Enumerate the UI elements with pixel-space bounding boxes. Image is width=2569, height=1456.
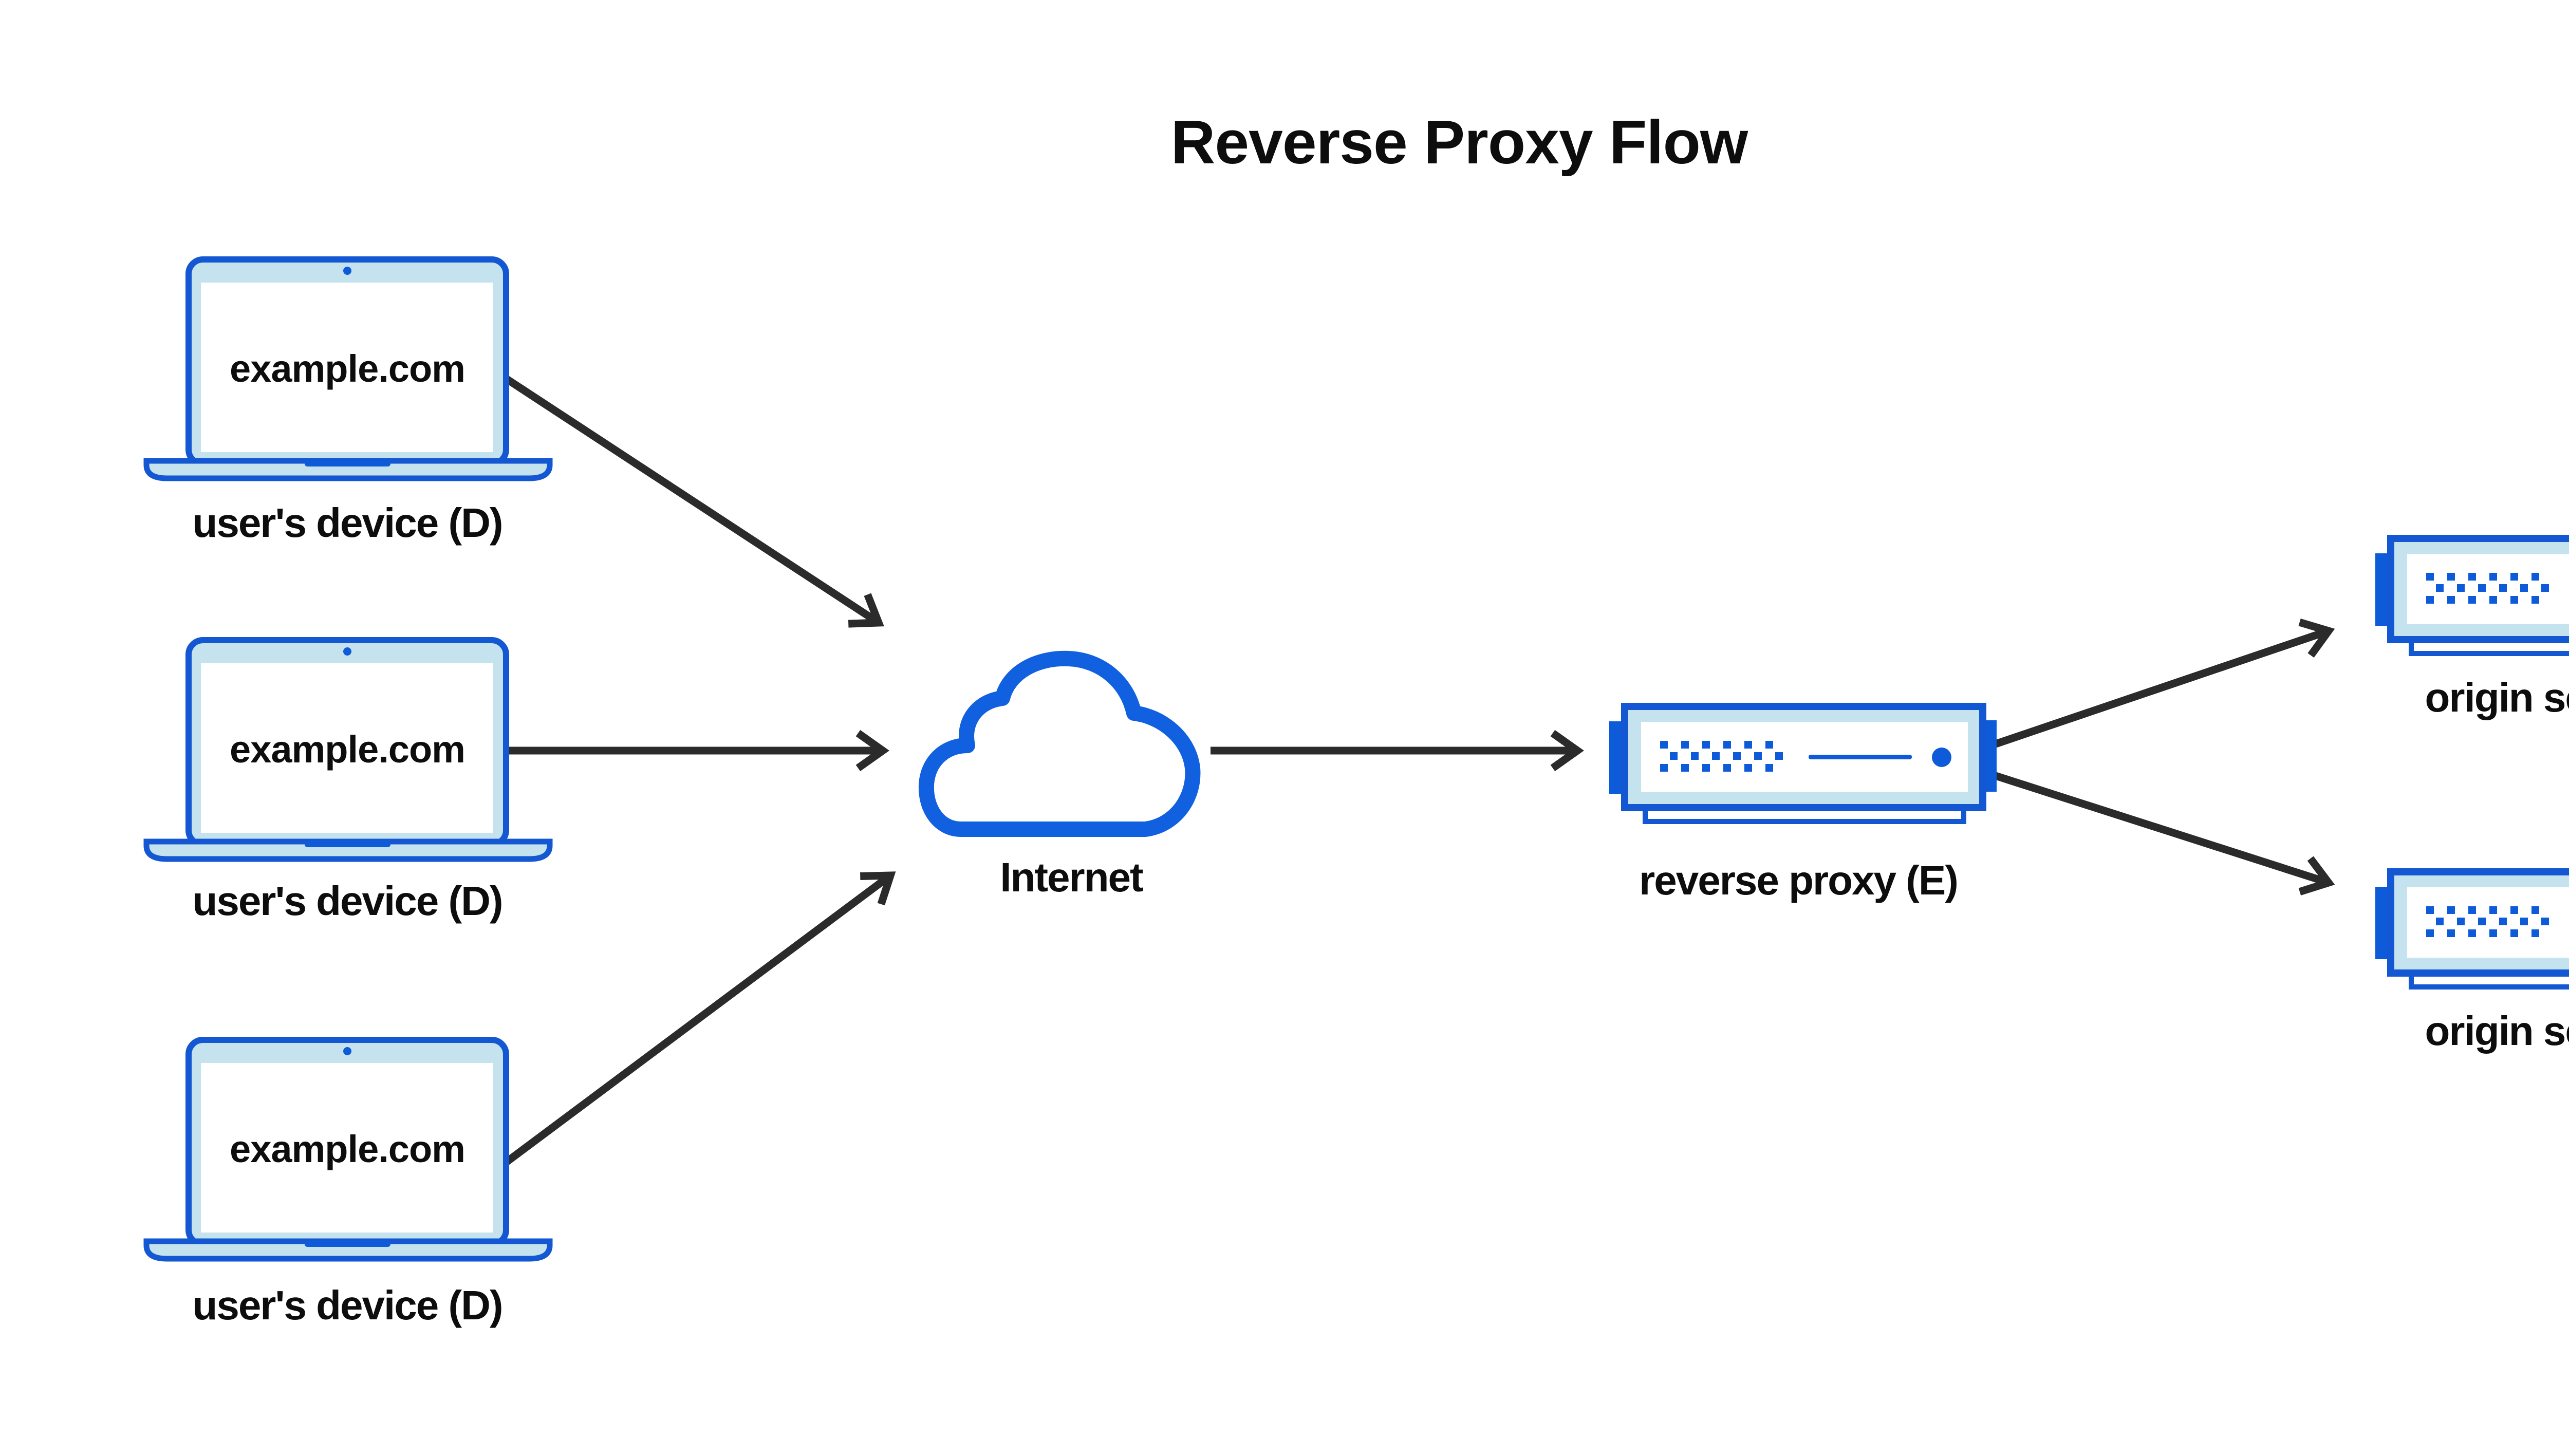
device-screen-url: example.com: [230, 347, 465, 390]
arrow-proxy-to-origin2: [1994, 772, 2335, 895]
node-user-device-3: example.com user's device (D): [146, 1040, 550, 1328]
arrow-device1-to-internet: [502, 374, 884, 628]
origin-server-label: origin server (F): [2425, 675, 2569, 720]
server-icon: [2375, 538, 2569, 654]
device-label: user's device (D): [192, 878, 502, 924]
edges: [501, 374, 2335, 1168]
arrow-proxy-to-origin1: [1994, 619, 2335, 748]
internet-label: Internet: [1000, 854, 1143, 900]
device-label: user's device (D): [192, 1282, 502, 1328]
node-origin-server-1: origin server (F): [2375, 538, 2569, 720]
node-internet: Internet: [918, 650, 1201, 900]
node-user-device-1: example.com user's device (D): [146, 259, 550, 546]
server-icon: [2375, 872, 2569, 987]
page-title: Reverse Proxy Flow: [1171, 108, 1748, 177]
origin-server-label: origin server (F): [2425, 1008, 2569, 1054]
device-label: user's device (D): [192, 500, 502, 546]
device-screen-url: example.com: [230, 1128, 465, 1170]
reverse-proxy-label: reverse proxy (E): [1639, 857, 1958, 903]
arrow-device3-to-internet: [501, 871, 896, 1168]
cloud-icon: [918, 650, 1201, 837]
server-icon: [1609, 706, 1997, 822]
node-reverse-proxy: reverse proxy (E): [1609, 706, 1997, 903]
device-screen-url: example.com: [230, 728, 465, 771]
node-origin-server-2: origin server (F): [2375, 872, 2569, 1054]
node-user-device-2: example.com user's device (D): [146, 640, 550, 924]
